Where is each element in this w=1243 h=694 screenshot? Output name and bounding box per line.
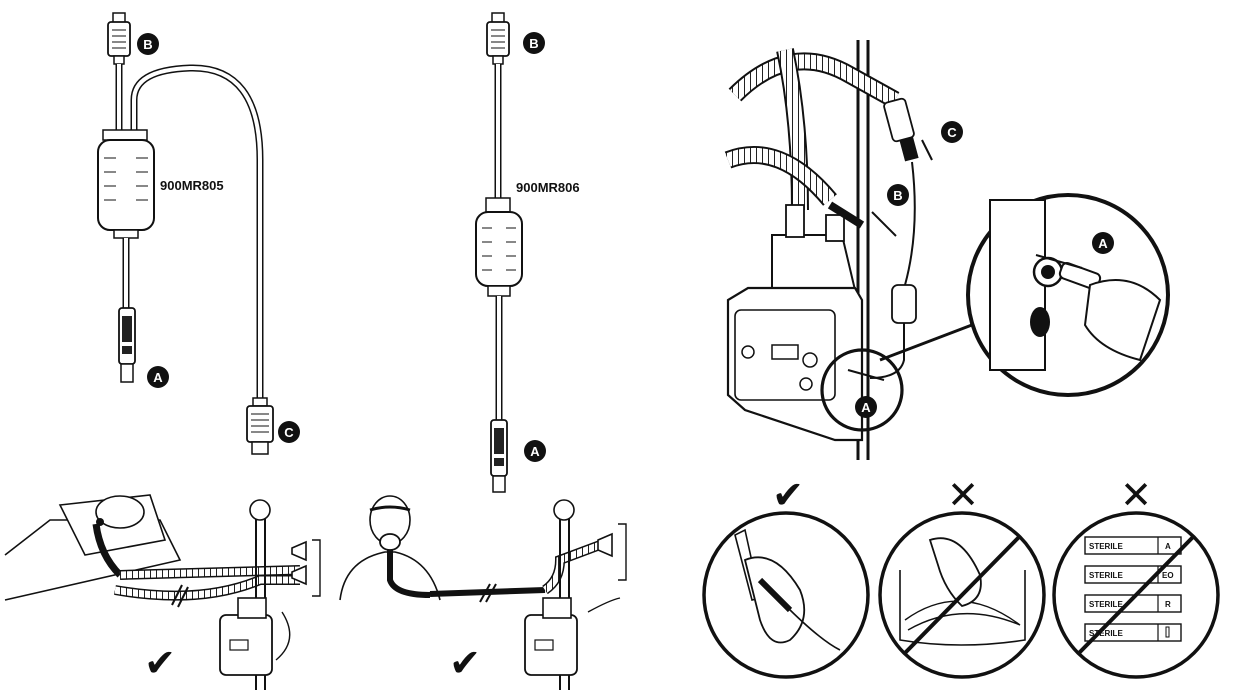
svg-text:EO: EO xyxy=(1162,571,1174,580)
installation-illustration xyxy=(724,40,1170,460)
connector-a-plug xyxy=(490,419,508,493)
svg-text:C: C xyxy=(947,125,957,140)
sterile-label-3: STERILE R xyxy=(1084,594,1182,613)
sterile-label-4: STERILE xyxy=(1084,623,1182,642)
connector-a-plug xyxy=(118,307,136,383)
patient-setup-invasive: ✔ xyxy=(4,494,321,690)
badge-b: B xyxy=(137,33,159,55)
connector-c-plug xyxy=(246,397,274,455)
badge-a: A xyxy=(147,366,169,388)
connector-b-plug xyxy=(107,12,131,65)
callout-a: A xyxy=(855,396,877,418)
svg-text:STERILE: STERILE xyxy=(1089,600,1123,609)
svg-text:A: A xyxy=(1165,542,1171,551)
cable-900mr805: 900MR805 B A C xyxy=(97,12,300,455)
handling-circle-correct xyxy=(702,511,870,679)
svg-text:C: C xyxy=(284,425,294,440)
model-label-900mr805: 900MR805 xyxy=(160,178,224,193)
svg-text:B: B xyxy=(529,36,538,51)
svg-text:A: A xyxy=(530,444,540,459)
model-label-900mr806: 900MR806 xyxy=(516,180,580,195)
correct-check-icon: ✔ xyxy=(772,475,804,517)
correct-check-icon: ✔ xyxy=(144,643,176,685)
callout-b: B xyxy=(887,184,909,206)
sterile-label-1: STERILE A xyxy=(1084,536,1182,555)
incorrect-cross-icon: ✕ xyxy=(1120,475,1152,517)
svg-text:A: A xyxy=(153,370,163,385)
badge-b: B xyxy=(523,32,545,54)
badge-c: C xyxy=(278,421,300,443)
svg-text:A: A xyxy=(861,400,871,415)
handling-circle-wrong-sterilize: STERILE A STERILE EO STERILE R STERILE xyxy=(1052,511,1220,679)
svg-text:R: R xyxy=(1165,600,1171,609)
svg-text:STERILE: STERILE xyxy=(1089,629,1123,638)
callout-c: C xyxy=(941,121,963,143)
svg-text:B: B xyxy=(143,37,152,52)
callout-a-zoom: A xyxy=(1092,232,1114,254)
badge-a: A xyxy=(524,440,546,462)
svg-text:STERILE: STERILE xyxy=(1089,542,1123,551)
svg-text:STERILE: STERILE xyxy=(1089,571,1123,580)
handling-circle-wrong-coiled xyxy=(878,511,1046,679)
sterile-label-2: STERILE EO xyxy=(1084,565,1182,584)
thermometer-icon xyxy=(1165,626,1170,638)
svg-text:B: B xyxy=(893,188,902,203)
svg-text:A: A xyxy=(1098,236,1108,251)
patient-setup-mask: ✔ xyxy=(339,495,627,690)
incorrect-cross-icon: ✕ xyxy=(947,475,979,517)
connector-b-plug xyxy=(486,12,510,65)
correct-check-icon: ✔ xyxy=(449,643,481,685)
cable-900mr806: 900MR806 B A xyxy=(475,12,580,493)
